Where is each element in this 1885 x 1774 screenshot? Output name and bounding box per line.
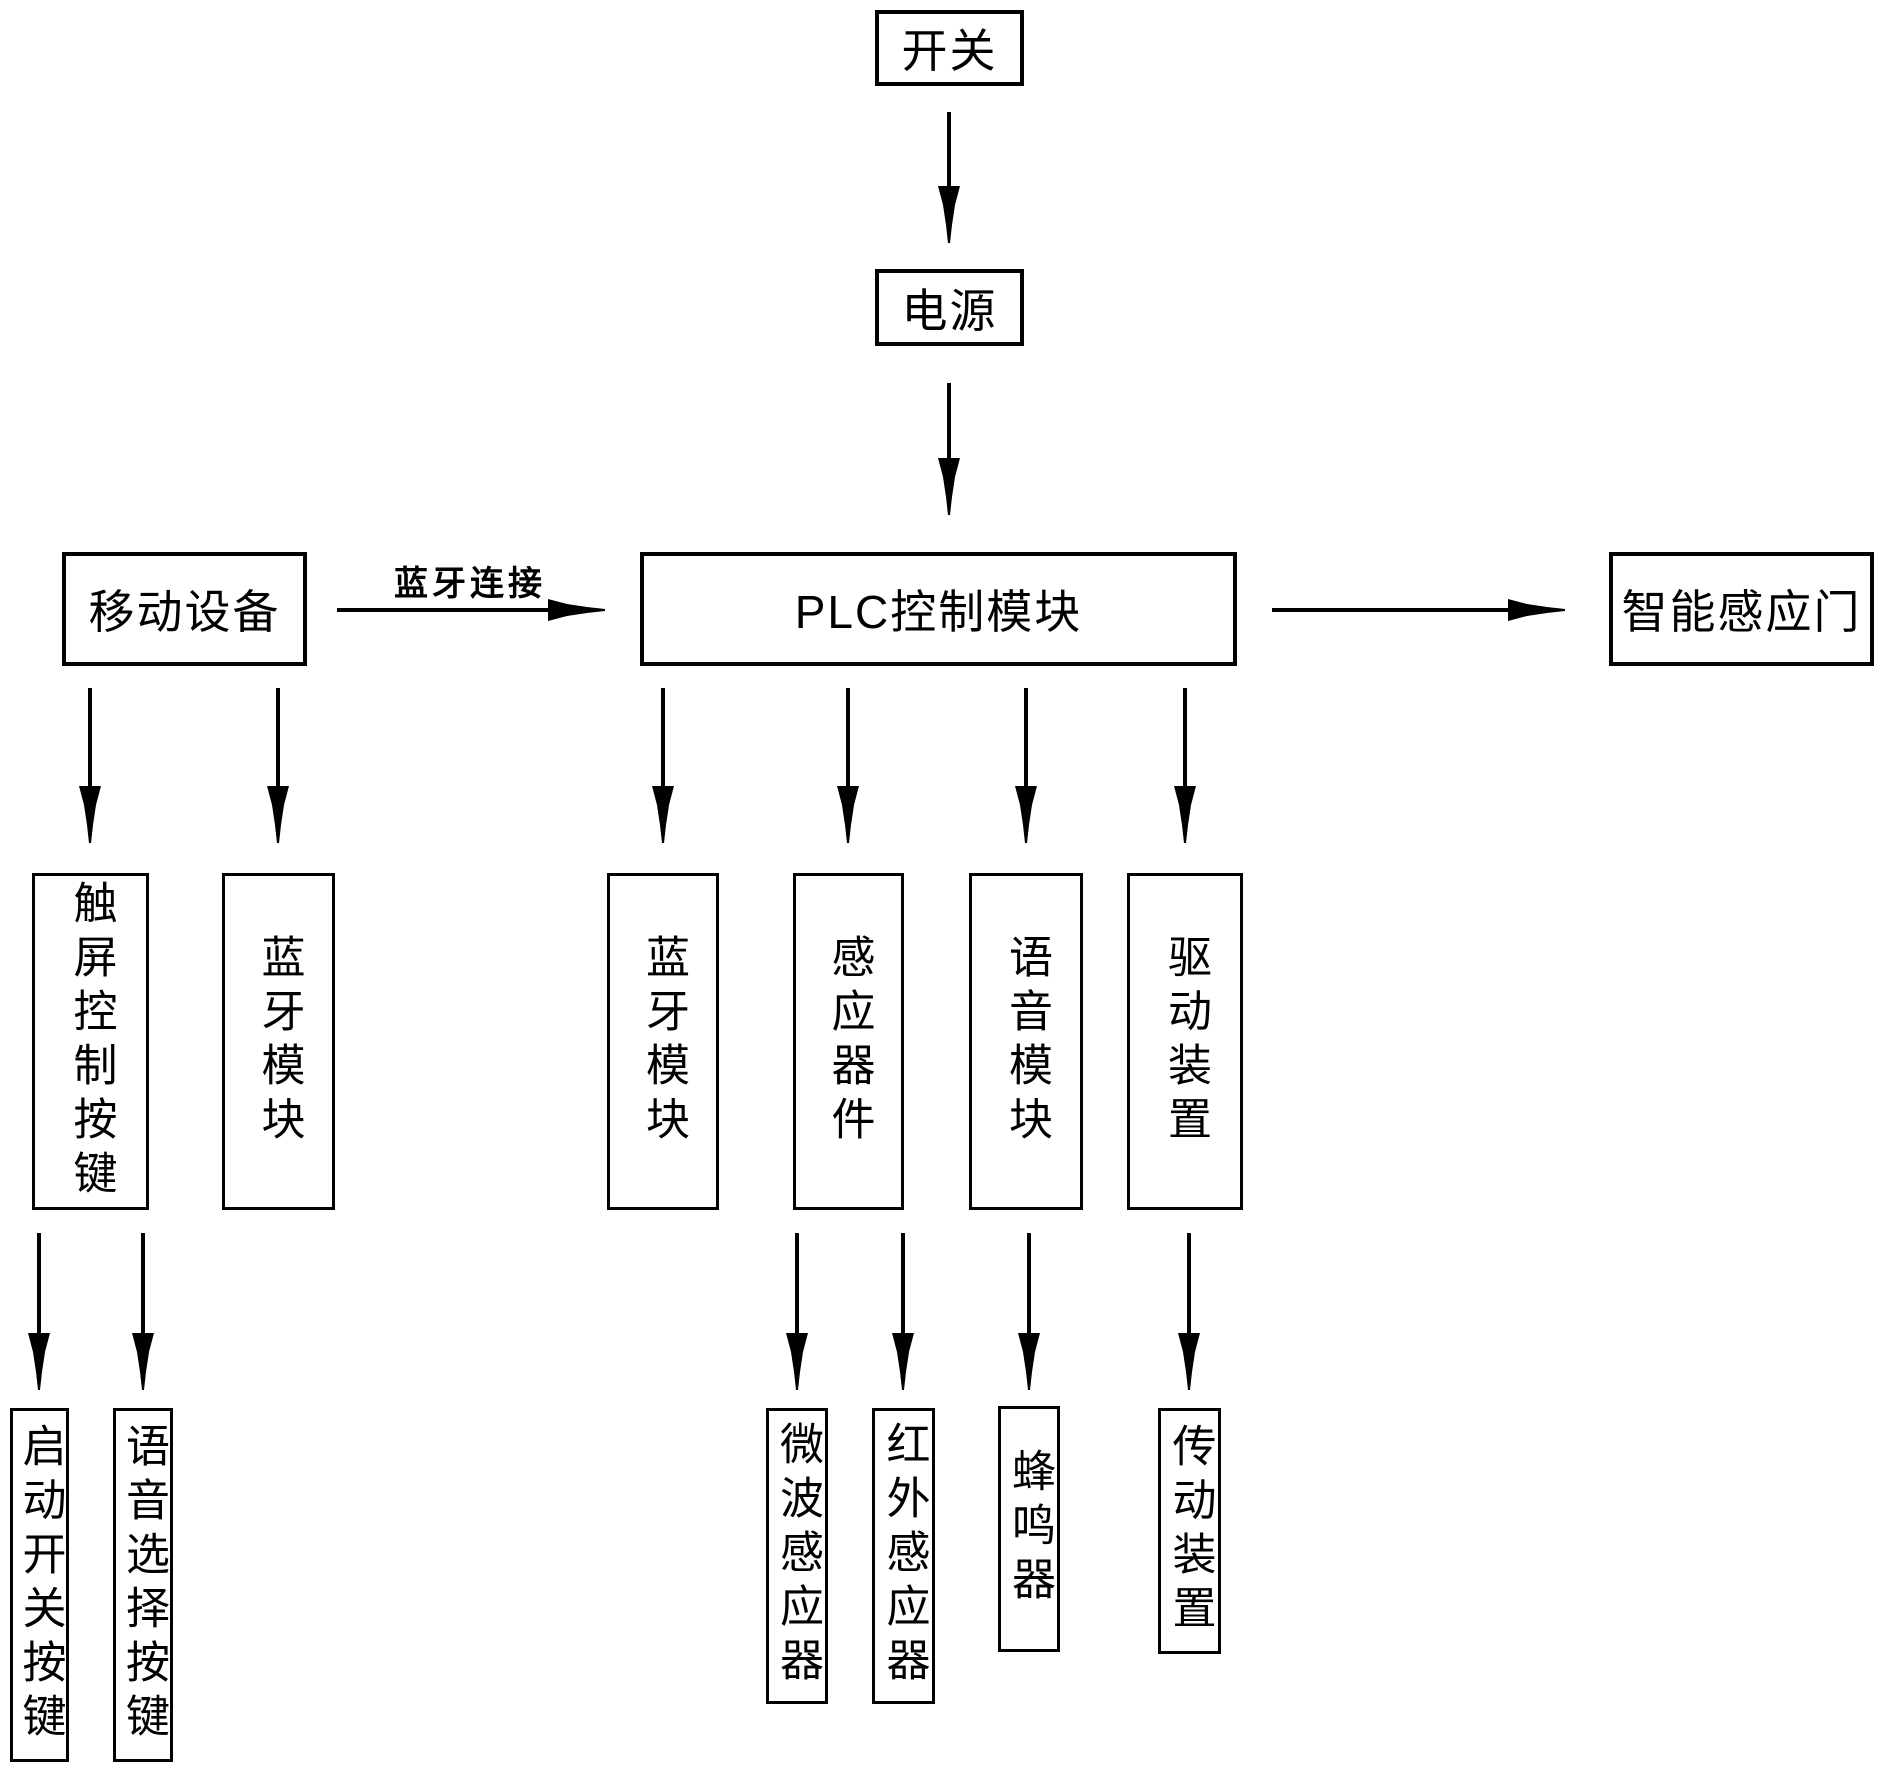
node-sensor-components: 感应器件 xyxy=(793,873,904,1210)
node-voice-select-key-label: 语音选择按键 xyxy=(119,1423,168,1747)
arrow-sensors-to-infrared xyxy=(892,1233,914,1390)
node-power-label: 电源 xyxy=(901,284,998,337)
node-mobile-device: 移动设备 xyxy=(62,552,307,666)
node-plc-control-module: PLC控制模块 xyxy=(640,552,1237,666)
arrow-mobile-to-touch-keys xyxy=(79,688,101,843)
node-voice-module-label: 语音模块 xyxy=(1002,933,1051,1150)
arrow-plc-to-voice-module xyxy=(1015,688,1037,843)
node-bluetooth-module-mobile: 蓝牙模块 xyxy=(222,873,335,1210)
node-mobile-device-label: 移动设备 xyxy=(88,586,281,638)
arrow-power-to-plc xyxy=(938,383,960,515)
node-touch-screen-control-keys-label: 触屏控制按键 xyxy=(66,879,116,1204)
arrow-touch-keys-to-start-key xyxy=(28,1233,50,1390)
node-buzzer: 蜂鸣器 xyxy=(998,1406,1060,1652)
arrow-sensors-to-microwave xyxy=(786,1233,808,1390)
node-bluetooth-module-plc-label: 蓝牙模块 xyxy=(639,933,688,1150)
arrow-mobile-to-plc-bluetooth xyxy=(337,599,605,621)
node-smart-sensor-door: 智能感应门 xyxy=(1609,552,1874,666)
arrow-switch-to-power xyxy=(938,112,960,243)
node-bluetooth-module-mobile-label: 蓝牙模块 xyxy=(254,933,304,1150)
node-smart-sensor-door-label: 智能感应门 xyxy=(1621,586,1862,638)
arrow-touch-keys-to-voice-key xyxy=(132,1233,154,1390)
node-buzzer-label: 蜂鸣器 xyxy=(1005,1448,1054,1610)
node-transmission-device-label: 传动装置 xyxy=(1165,1423,1215,1639)
node-infrared-sensor: 红外感应器 xyxy=(872,1408,935,1704)
node-microwave-sensor-label: 微波感应器 xyxy=(773,1421,822,1691)
node-bluetooth-module-plc: 蓝牙模块 xyxy=(607,873,719,1210)
arrow-voice-module-to-buzzer xyxy=(1018,1233,1040,1390)
node-voice-select-key: 语音选择按键 xyxy=(113,1408,173,1762)
arrow-mobile-to-bluetooth-module xyxy=(267,688,289,843)
node-power: 电源 xyxy=(875,269,1024,346)
node-drive-device: 驱动装置 xyxy=(1127,873,1243,1210)
arrow-plc-to-drive-device xyxy=(1174,688,1196,843)
node-sensor-components-label: 感应器件 xyxy=(824,933,874,1150)
node-touch-screen-control-keys: 触屏控制按键 xyxy=(32,873,149,1210)
node-microwave-sensor: 微波感应器 xyxy=(766,1408,828,1704)
bluetooth-connection-edge-label: 蓝牙连接 xyxy=(394,565,546,603)
node-infrared-sensor-label: 红外感应器 xyxy=(879,1421,929,1691)
node-switch-label: 开关 xyxy=(901,25,998,77)
node-start-switch-key: 启动开关按键 xyxy=(10,1408,69,1762)
node-plc-control-module-label: PLC控制模块 xyxy=(794,586,1083,638)
node-voice-module: 语音模块 xyxy=(969,873,1083,1210)
node-drive-device-label: 驱动装置 xyxy=(1161,933,1210,1150)
arrow-drive-device-to-transmission xyxy=(1178,1233,1200,1390)
node-transmission-device: 传动装置 xyxy=(1158,1408,1221,1654)
arrow-plc-to-smart-door xyxy=(1272,599,1565,621)
arrow-plc-to-sensors xyxy=(837,688,859,843)
arrow-plc-to-bluetooth-module xyxy=(652,688,674,843)
node-start-switch-key-label: 启动开关按键 xyxy=(15,1423,65,1747)
node-switch: 开关 xyxy=(875,10,1024,86)
